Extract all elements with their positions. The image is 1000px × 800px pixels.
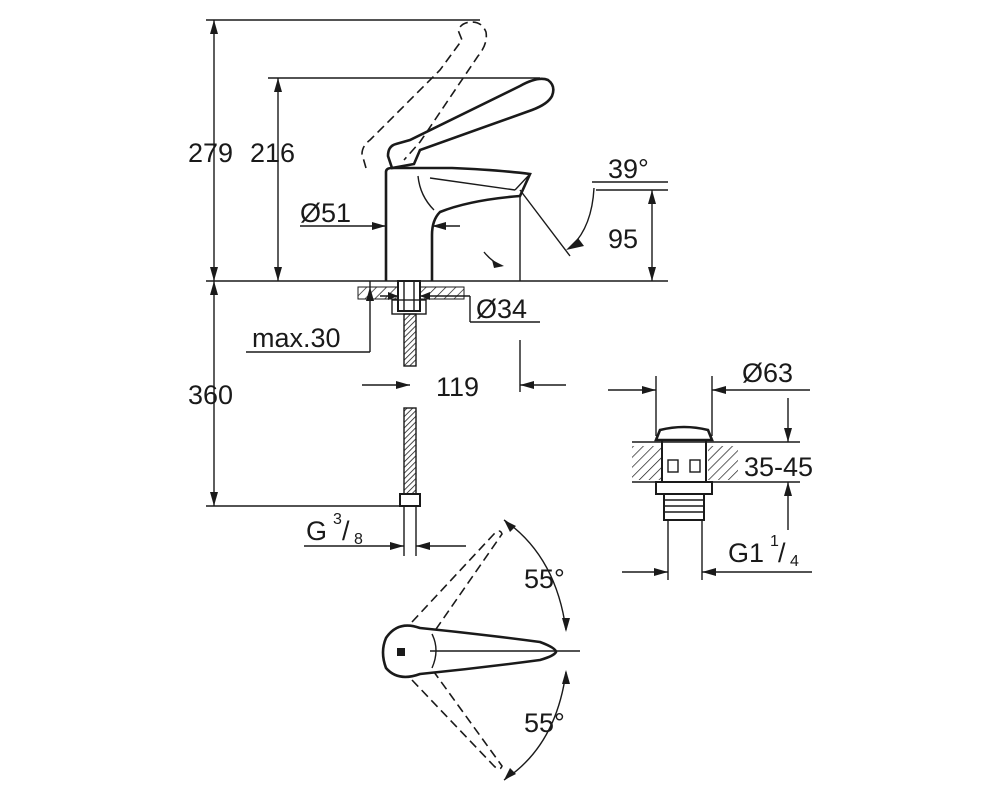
lever-handle	[386, 77, 555, 170]
swivel-outline-lower	[411, 671, 503, 770]
swivel-outline-upper	[411, 530, 503, 633]
spout-underside	[429, 177, 516, 191]
mounting-shank	[397, 280, 421, 312]
waste-dimensions	[608, 376, 812, 576]
label-hose-thread-den: 8	[354, 531, 363, 548]
faucet-side-view	[206, 21, 668, 556]
label-spout-reach: 119	[436, 372, 479, 402]
label-hole-diameter: Ø34	[476, 294, 527, 324]
label-waste-range: 35-45	[744, 452, 813, 482]
label-waste-thread-num: 1	[770, 533, 779, 550]
body-curve	[417, 175, 435, 211]
label-swivel-top: 55°	[524, 564, 565, 594]
label-swivel-bottom: 55°	[524, 708, 565, 738]
waste-nut	[655, 481, 713, 495]
label-lever-angle: 39°	[608, 154, 649, 184]
label-spout-height: 95	[608, 224, 638, 254]
label-total-height: 279	[188, 138, 233, 168]
faucet-top-view	[381, 519, 580, 781]
label-waste-thread-den: 4	[790, 553, 799, 570]
hose-lower	[403, 407, 417, 495]
spout-tip-edge	[514, 173, 531, 191]
waste-slot-right	[689, 459, 701, 473]
label-waste-diameter: Ø63	[742, 358, 793, 388]
dimension-labels: 279 216 Ø51 39° 95 Ø34 max.30 360 119 G …	[188, 138, 813, 738]
label-body-diameter: Ø51	[300, 198, 351, 228]
waste-section-right	[708, 446, 738, 480]
faucet-dimensions	[206, 19, 668, 550]
top-view-center-mark	[397, 648, 405, 656]
hose-upper	[403, 313, 417, 367]
pop-up-waste	[632, 425, 738, 580]
waste-thread	[663, 493, 705, 521]
label-waste-thread: G1	[728, 538, 764, 568]
label-hose-thread-slash: /	[342, 516, 350, 546]
faucet-body	[384, 166, 532, 281]
label-max-deck: max.30	[252, 323, 341, 353]
label-waste-thread-slash: /	[778, 538, 786, 568]
label-hose-thread-num: 3	[333, 511, 342, 528]
lever-raised-outline	[361, 21, 488, 169]
label-lever-height: 216	[250, 138, 295, 168]
waste-slot-left	[667, 459, 679, 473]
waste-section-left	[632, 446, 662, 480]
top-view-handle	[381, 624, 558, 679]
waste-plug-cap	[654, 425, 714, 442]
label-hose-length: 360	[188, 380, 233, 410]
label-hose-thread: G	[306, 516, 327, 546]
hose-connector	[399, 493, 421, 507]
